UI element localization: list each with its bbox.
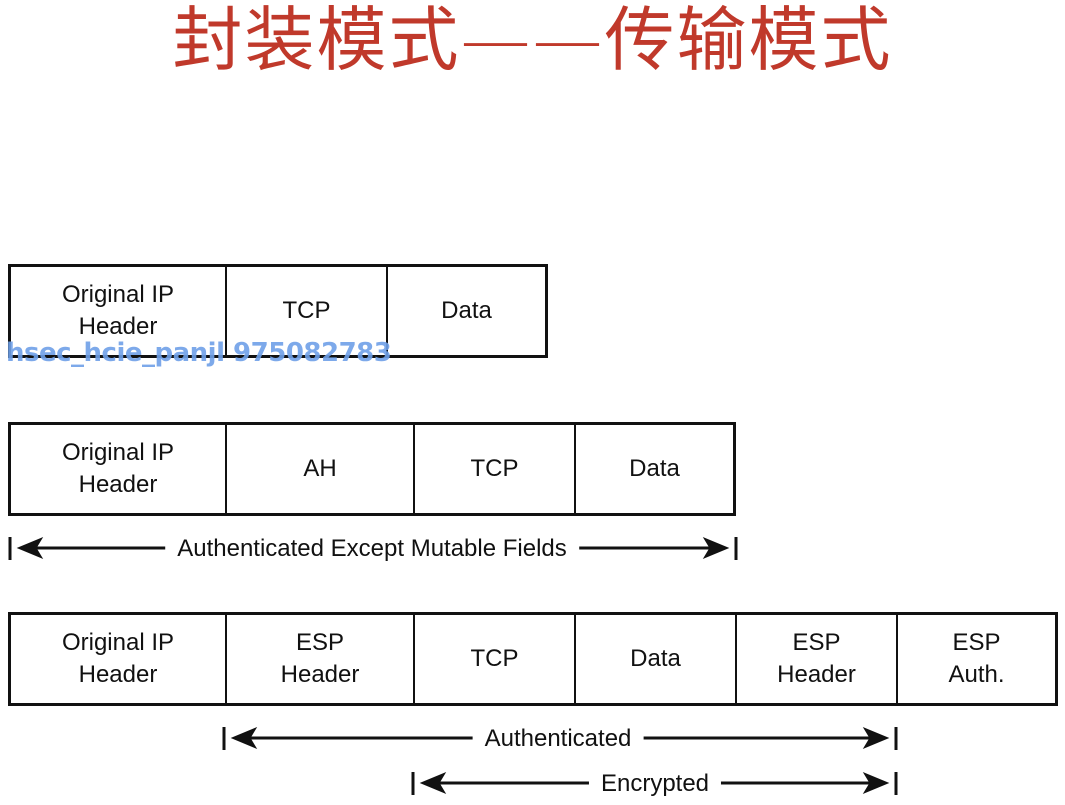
field-esp-trailer: ESP Header: [737, 615, 898, 703]
field-esp-auth: ESP Auth.: [948, 629, 1005, 688]
field-original-ip-header: Original IP Header: [11, 267, 227, 355]
field-tcp: TCP: [415, 615, 576, 703]
field-data: Data: [629, 455, 680, 482]
esp-auth-range-label: Authenticated: [472, 724, 644, 754]
ah-transport-packet: Original IP Header AH TCP Data: [8, 422, 736, 516]
arrowhead-right: [862, 726, 890, 750]
esp-transport-packet: Original IP Header ESP Header TCP Data E…: [8, 612, 1058, 706]
arrowhead-right: [862, 771, 890, 795]
field-tcp: TCP: [227, 267, 388, 355]
original-packet: Original IP Header TCP Data: [8, 264, 548, 358]
field-original-ip-header: Original IP Header: [11, 425, 227, 513]
arrowhead-left: [230, 726, 258, 750]
slide-title: 封装模式——传输模式: [172, 0, 893, 81]
field-data: Data: [576, 615, 737, 703]
arrowhead-left: [419, 771, 447, 795]
field-original-ip-header: Original IP Header: [11, 615, 227, 703]
esp-encrypted-range-label: Encrypted: [588, 769, 722, 799]
field-esp-header: ESP Header: [227, 615, 415, 703]
field-tcp: TCP: [415, 425, 576, 513]
field-ah: AH: [227, 425, 415, 513]
arrowhead-right: [702, 536, 730, 560]
arrowhead-left: [16, 536, 44, 560]
field-data: Data: [441, 297, 492, 324]
ah-auth-range-label: Authenticated Except Mutable Fields: [165, 534, 579, 564]
watermark: hsec_hcie_panjl 975082783: [6, 338, 392, 368]
